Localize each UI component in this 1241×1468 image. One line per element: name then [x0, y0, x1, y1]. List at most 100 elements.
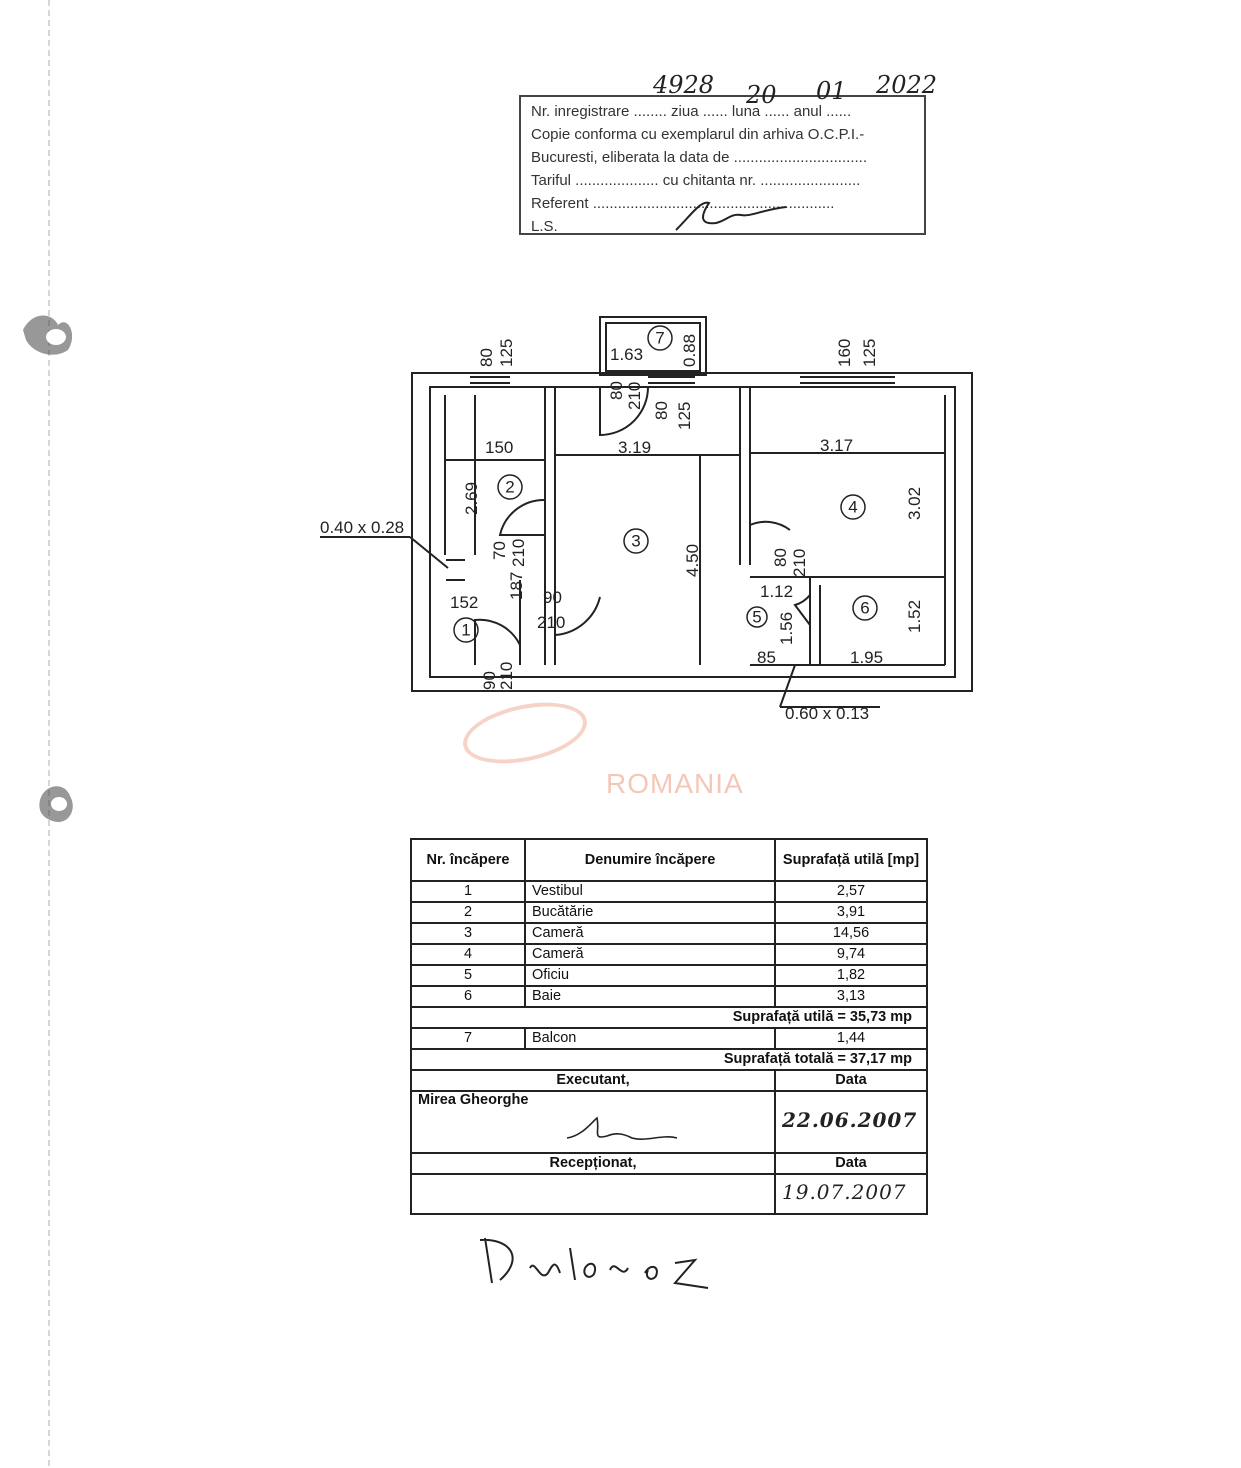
executant-label: Executant, — [410, 1069, 776, 1092]
dim-room4-width: 3.17 — [820, 436, 853, 455]
row-name: Cameră — [524, 943, 776, 966]
dim-balcony-depth: 0.88 — [680, 334, 699, 367]
row-name: Bucătărie — [524, 901, 776, 924]
balcony-nr: 7 — [410, 1027, 526, 1050]
table-header-row: Nr. încăpere Denumire încăpere Suprafață… — [410, 838, 928, 882]
room-number-1: 1 — [461, 621, 470, 640]
row-area: 14,56 — [774, 922, 928, 945]
area-table: Nr. încăpere Denumire încăpere Suprafață… — [410, 838, 928, 1215]
row-nr: 3 — [410, 922, 526, 945]
stamp-signature — [675, 201, 787, 231]
dim-kitchen-door-height: 210 — [509, 539, 528, 567]
table-row: 4 Cameră 9,74 — [410, 943, 928, 966]
header-usable-area: Suprafață utilă [mp] — [774, 838, 928, 882]
row-name: Baie — [524, 985, 776, 1008]
stamp-line-ls: L.S. — [531, 218, 558, 235]
dim-office-width: 1.12 — [760, 582, 793, 601]
stamp-handwritten-year: 2022 — [876, 71, 938, 99]
row-name: Cameră — [524, 922, 776, 945]
dim-bath-length: 1.52 — [905, 600, 924, 633]
row-nr: 1 — [410, 880, 526, 903]
dim-window-height-2: 125 — [675, 402, 694, 430]
receptionat-date: 19.07.2007 — [782, 1180, 907, 1204]
dim-office-length: 1.56 — [777, 612, 796, 645]
row-name: Vestibul — [524, 880, 776, 903]
watermark-text: ROMANIA — [606, 768, 744, 799]
room-number-7: 7 — [655, 329, 664, 348]
stamp-line-referent: Referent ...............................… — [531, 195, 835, 212]
balcony-row: 7 Balcon 1,44 — [410, 1027, 928, 1050]
room-number-3: 3 — [631, 532, 640, 551]
executant-name: Mirea Gheorghe — [418, 1092, 529, 1108]
executant-signature-row: Mirea Gheorghe 22.06.2007 — [410, 1090, 928, 1154]
room-number-2: 2 — [505, 478, 514, 497]
row-area: 9,74 — [774, 943, 928, 966]
executant-signature — [566, 1116, 678, 1140]
row-area: 3,13 — [774, 985, 928, 1008]
dim-entrance-door-width: 90 — [480, 671, 499, 690]
dim-room4-door-width: 80 — [771, 548, 790, 567]
receptionat-signature-row: 19.07.2007 — [410, 1173, 928, 1215]
stamp-line-registration: Nr. inregistrare ........ ziua ...... lu… — [531, 103, 852, 120]
stamp-line-issued: Bucuresti, eliberata la data de ........… — [531, 149, 867, 166]
dim-balcony-door-height: 210 — [625, 382, 644, 410]
dim-window-height-1: 125 — [497, 339, 516, 367]
dim-window-width-1: 80 — [477, 348, 496, 367]
scan-margin-line — [48, 0, 50, 1468]
receptionat-signature — [479, 1237, 709, 1289]
table-row: 5 Oficiu 1,82 — [410, 964, 928, 987]
receptionat-header-row: Recepționat, Data — [410, 1152, 928, 1175]
floor-plan: 1 2 3 4 5 6 7 80 125 1.63 0.88 80 210 80… — [320, 305, 980, 725]
usable-area-total: Suprafață utilă = 35,73 mp — [410, 1006, 928, 1029]
room-number-5: 5 — [752, 608, 761, 627]
dim-balcony-door-width: 80 — [607, 381, 626, 400]
dim-vent-1: 0.40 x 0.28 — [320, 518, 404, 537]
receptionat-date-label: Data — [774, 1152, 928, 1175]
row-area: 1,82 — [774, 964, 928, 987]
subtotal-row: Suprafață utilă = 35,73 mp — [410, 1006, 928, 1029]
executant-date-cell: 22.06.2007 — [774, 1090, 928, 1154]
executant-header-row: Executant, Data — [410, 1069, 928, 1092]
dim-bath-width: 1.95 — [850, 648, 883, 667]
dim-kitchen-width: 150 — [485, 438, 513, 457]
row-area: 3,91 — [774, 901, 928, 924]
header-room-nr: Nr. încăpere — [410, 838, 526, 882]
margin-hole-punch-mark — [23, 315, 73, 355]
dim-entrance-door-height: 210 — [497, 662, 516, 690]
room-number-6: 6 — [860, 599, 869, 618]
receptionat-date-cell: 19.07.2007 — [774, 1173, 928, 1215]
table-row: 3 Cameră 14,56 — [410, 922, 928, 945]
total-row: Suprafață totală = 37,17 mp — [410, 1048, 928, 1071]
stamp-line-fee: Tariful .................... cu chitanta… — [531, 172, 861, 189]
balcony-name: Balcon — [524, 1027, 776, 1050]
dim-kitchen-door-width: 70 — [490, 541, 509, 560]
total-area: Suprafață totală = 37,17 mp — [410, 1048, 928, 1071]
executant-date-label: Data — [774, 1069, 928, 1092]
row-nr: 6 — [410, 985, 526, 1008]
room-number-4: 4 — [848, 498, 857, 517]
receptionat-label: Recepționat, — [410, 1152, 776, 1175]
registration-stamp: Nr. inregistrare ........ ziua ...... lu… — [519, 71, 937, 235]
dim-room3-length: 4.50 — [683, 544, 702, 577]
row-nr: 4 — [410, 943, 526, 966]
stamp-handwritten-month: 01 — [816, 77, 847, 105]
dim-kitchen-length: 2.69 — [462, 482, 481, 515]
dim-vent-2: 0.60 x 0.13 — [785, 704, 869, 723]
dim-room4-door-height: 210 — [790, 549, 809, 577]
stamp-handwritten-day: 20 — [746, 81, 777, 109]
dim-vestibule-length: 187 — [507, 572, 526, 600]
dim-niche-width: 85 — [757, 648, 776, 667]
stamp-handwritten-number: 4928 — [653, 71, 715, 99]
receptionat-signature-cell — [410, 1173, 776, 1215]
dim-room4-length: 3.02 — [905, 487, 924, 520]
dim-vestibule-width: 152 — [450, 593, 478, 612]
table-row: 1 Vestibul 2,57 — [410, 880, 928, 903]
row-nr: 2 — [410, 901, 526, 924]
dim-room3-width: 3.19 — [618, 438, 651, 457]
executant-date: 22.06.2007 — [782, 1108, 918, 1132]
dim-room3-door-width: 90 — [543, 588, 562, 607]
table-row: 6 Baie 3,13 — [410, 985, 928, 1008]
table-row: 2 Bucătărie 3,91 — [410, 901, 928, 924]
dim-window-height-3: 125 — [860, 339, 879, 367]
dim-room3-door-height: 210 — [537, 613, 565, 632]
